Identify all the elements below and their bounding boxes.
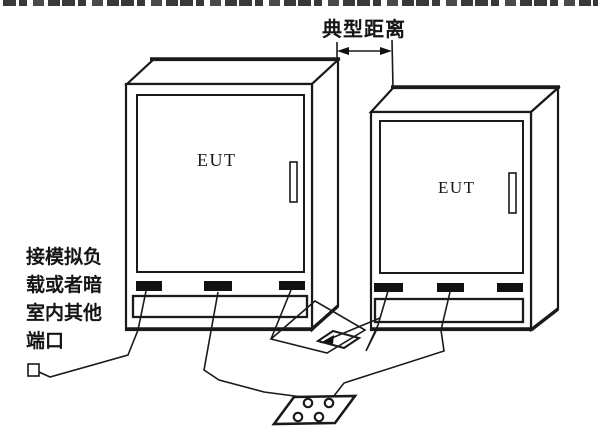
right-cabinet-side-face bbox=[529, 85, 560, 333]
plate-hole-2 bbox=[323, 397, 335, 409]
cable-right-port1-to-floor bbox=[365, 290, 389, 352]
cable-left-port1-to-square bbox=[38, 290, 147, 378]
left-door-handle-icon bbox=[289, 161, 298, 203]
right-eut-label: EUT bbox=[438, 178, 476, 197]
arrowhead-right-icon bbox=[380, 47, 392, 55]
plate-hole-4 bbox=[313, 411, 325, 423]
cable-left-port3-to-floor bbox=[270, 289, 292, 340]
annotation-line-2: 载或者暗 bbox=[26, 275, 103, 296]
annotation-line-1: 接模拟负 bbox=[26, 247, 103, 268]
right-cabinet-door-panel bbox=[379, 120, 524, 274]
left-cabinet-side-face bbox=[310, 57, 340, 333]
left-cabinet-port-1 bbox=[136, 281, 162, 291]
left-cabinet-front-face bbox=[124, 82, 314, 332]
left-cabinet-door-panel bbox=[136, 94, 305, 273]
right-cabinet-side-bottom-edge bbox=[529, 307, 560, 332]
typical-distance-dimension bbox=[336, 39, 394, 89]
floor-plate-pointer-line bbox=[326, 317, 381, 341]
left-cabinet bbox=[124, 57, 341, 333]
cables bbox=[27, 289, 451, 402]
left-port-annotation: 接模拟负 载或者暗 室内其他 端口 bbox=[26, 244, 110, 356]
right-cabinet-front-face bbox=[369, 110, 533, 332]
floor-plates bbox=[269, 300, 367, 426]
left-cabinet-side-bottom-edge bbox=[310, 304, 340, 331]
left-cabinet-port-2 bbox=[204, 281, 232, 291]
right-cabinet bbox=[368, 85, 561, 333]
right-cabinet-top-face bbox=[368, 86, 561, 114]
plate-hole-1 bbox=[302, 397, 314, 409]
right-cabinet-port-3 bbox=[497, 283, 523, 292]
annotation-line-4: 端口 bbox=[26, 331, 65, 352]
plate-hole-3 bbox=[292, 411, 304, 423]
left-cabinet-top-face bbox=[124, 58, 341, 86]
floor-sheet-outline bbox=[269, 300, 367, 354]
left-eut-label: EUT bbox=[197, 150, 237, 170]
annotation-line-3: 室内其他 bbox=[26, 303, 103, 324]
left-cabinet-plinth-panel bbox=[131, 294, 309, 319]
distance-tick-right bbox=[391, 39, 394, 89]
right-cabinet-port-2 bbox=[437, 283, 464, 292]
arrowhead-left-icon bbox=[337, 47, 349, 55]
right-door-handle-icon bbox=[508, 172, 517, 214]
typical-distance-label: 典型距离 bbox=[322, 19, 406, 41]
small-floor-plate bbox=[315, 329, 362, 350]
cable-left-port2-to-plate bbox=[203, 291, 326, 401]
cable-right-port2-to-plate bbox=[329, 291, 451, 402]
clipped-text-strip bbox=[3, 0, 598, 6]
square-connector-icon bbox=[27, 363, 40, 377]
right-cabinet-port-1 bbox=[374, 283, 403, 292]
left-cabinet-port-3 bbox=[279, 281, 305, 290]
